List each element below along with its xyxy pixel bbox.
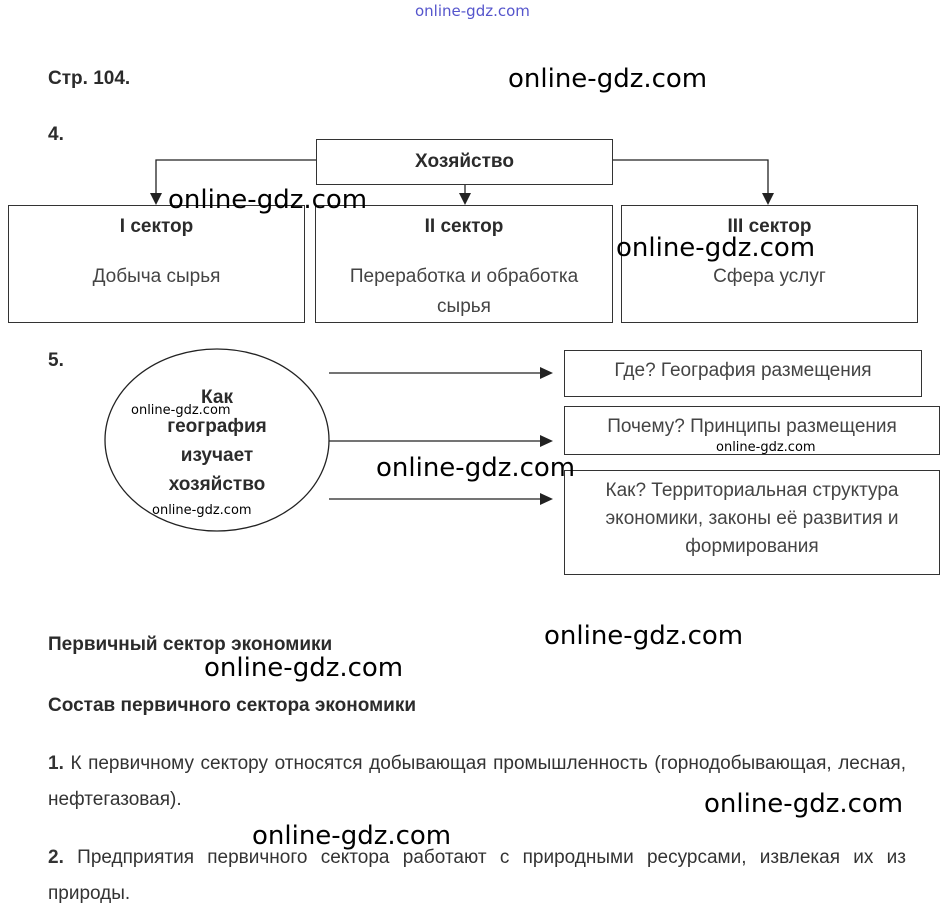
top-watermark: online-gdz.com [415, 2, 530, 20]
ellipse-line-2: география [167, 416, 267, 437]
watermark-4: online-gdz.com [131, 403, 231, 418]
arrow-right-head [762, 193, 774, 205]
paragraph-2-number: 2. [48, 847, 64, 868]
watermark-7: online-gdz.com [152, 503, 252, 518]
watermark-1: online-gdz.com [508, 64, 708, 94]
sector-3-box: III сектор Сфера услуг [621, 205, 918, 323]
watermark-3: online-gdz.com [616, 233, 816, 263]
task4-number: 4. [48, 124, 64, 145]
sector-1-body: Добыча сырья [92, 266, 221, 287]
arrow-left-head [150, 193, 162, 205]
sector-2-body: Переработка и обработка сырья [349, 266, 579, 317]
sector-1-title: I сектор [119, 216, 194, 237]
answer-where-text: Где? География размещения [614, 360, 872, 381]
connector-right [612, 159, 769, 196]
answer-box-why: Почему? Принципы размещения [564, 406, 940, 455]
arrow-1-head [540, 367, 553, 379]
section-heading-2: Состав первичного сектора экономики [48, 695, 417, 716]
answer-how-text: Как? Территориальная структура экономики… [605, 480, 899, 557]
ellipse-line-3: изучает [180, 445, 254, 466]
paragraph-1-number: 1. [48, 753, 64, 774]
watermark-5: online-gdz.com [716, 440, 816, 455]
paragraph-1-text: К первичному сектору относятся добывающа… [48, 753, 906, 810]
arrow-2-head [540, 435, 553, 447]
sector-3-title: III сектор [727, 216, 812, 237]
root-box: Хозяйство [316, 139, 613, 185]
watermark-9: online-gdz.com [204, 653, 404, 683]
ellipse-line-4: хозяйство [168, 474, 266, 495]
sector-1-box: I сектор Добыча сырья [8, 205, 305, 323]
watermark-11: online-gdz.com [252, 821, 452, 851]
sector-2-box: II сектор Переработка и обработка сырья [315, 205, 613, 323]
answer-box-where: Где? География размещения [564, 350, 922, 397]
page-label: Стр. 104. [48, 68, 131, 89]
sector-2-title: II сектор [424, 216, 504, 237]
paragraph-2-text: Предприятия первичного сектора работают … [48, 847, 906, 904]
ellipse-text: Как география изучает хозяйство [140, 383, 294, 499]
question-ellipse [104, 348, 330, 532]
arrow-3-head [540, 493, 553, 505]
task5-number: 5. [48, 350, 64, 371]
paragraph-1: 1. К первичному сектору относятся добыва… [48, 746, 906, 818]
paragraph-2: 2. Предприятия первичного сектора работа… [48, 840, 906, 912]
connector-left [155, 159, 316, 196]
ellipse-line-1: Как [201, 387, 233, 408]
sector-3-body: Сфера услуг [713, 266, 826, 287]
arrow-middle-head [459, 193, 471, 205]
answer-box-how: Как? Территориальная структура экономики… [564, 470, 940, 575]
watermark-6: online-gdz.com [376, 453, 576, 483]
section-heading-1: Первичный сектор экономики [48, 634, 333, 655]
root-label: Хозяйство [415, 151, 514, 172]
watermark-8: online-gdz.com [544, 621, 744, 651]
answer-why-text: Почему? Принципы размещения [607, 416, 897, 437]
watermark-2: online-gdz.com [168, 185, 368, 215]
watermark-10: online-gdz.com [704, 789, 904, 819]
